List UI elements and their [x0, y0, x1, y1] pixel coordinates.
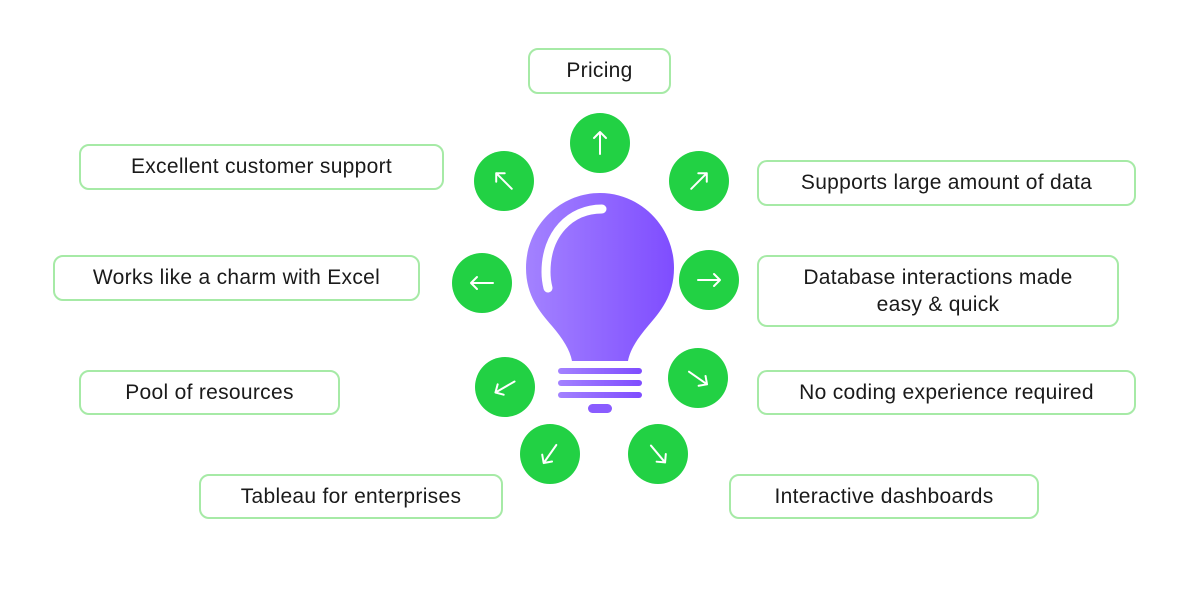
arrow-right-circle — [679, 250, 739, 310]
arrow-down-left-lower-icon — [541, 443, 558, 465]
bulb-tip — [588, 404, 612, 413]
no-coding-label: No coding experience required — [799, 380, 1094, 404]
arrow-left-icon — [470, 276, 494, 290]
pricing-box: Pricing — [528, 48, 671, 94]
arrow-up-circle — [570, 113, 630, 173]
enterprises-label: Tableau for enterprises — [240, 484, 462, 508]
no-coding-box: No coding experience required — [757, 370, 1136, 415]
bulb-highlight — [541, 204, 607, 293]
large-data-box: Supports large amount of data — [757, 160, 1136, 206]
excel-label: Works like a charm with Excel — [92, 266, 381, 290]
bulb-glass — [526, 193, 674, 361]
arrow-up-icon — [593, 131, 607, 155]
lightbulb-icon — [526, 193, 674, 413]
customer-support-label: Excellent customer support — [130, 155, 393, 179]
arrow-right-icon — [697, 273, 721, 287]
arrow-up-left-circle — [474, 151, 534, 211]
arrow-down-right-circle — [668, 348, 728, 408]
arrow-up-right-circle — [669, 151, 729, 211]
bulb-base-stripe-1 — [558, 368, 642, 374]
arrow-down-right-icon — [687, 370, 709, 387]
customer-support-box: Excellent customer support — [79, 144, 444, 190]
dashboards-label: Interactive dashboards — [774, 484, 994, 508]
pricing-label: Pricing — [566, 59, 633, 83]
dashboards-box: Interactive dashboards — [729, 474, 1039, 519]
enterprises-box: Tableau for enterprises — [199, 474, 503, 519]
arrow-left-circle — [452, 253, 512, 313]
large-data-label: Supports large amount of data — [800, 171, 1093, 195]
database-label-line1: Database interactions made — [803, 265, 1073, 289]
arrow-up-left-icon — [495, 172, 513, 190]
bulb-base-stripe-2 — [558, 380, 642, 386]
bulb-base-stripe-3 — [558, 392, 642, 398]
resources-label: Pool of resources — [125, 380, 294, 404]
arrow-down-right-lower-circle — [628, 424, 688, 484]
database-label-line2: easy & quick — [876, 293, 1000, 316]
arrow-up-right-icon — [690, 172, 708, 190]
resources-box: Pool of resources — [79, 370, 340, 415]
arrow-down-left-circle — [475, 357, 535, 417]
excel-box: Works like a charm with Excel — [53, 255, 420, 301]
arrow-down-left-lower-circle — [520, 424, 580, 484]
arrow-down-right-lower-icon — [649, 444, 667, 464]
arrow-down-left-icon — [494, 380, 516, 396]
database-box: Database interactions made easy & quick — [757, 255, 1119, 327]
